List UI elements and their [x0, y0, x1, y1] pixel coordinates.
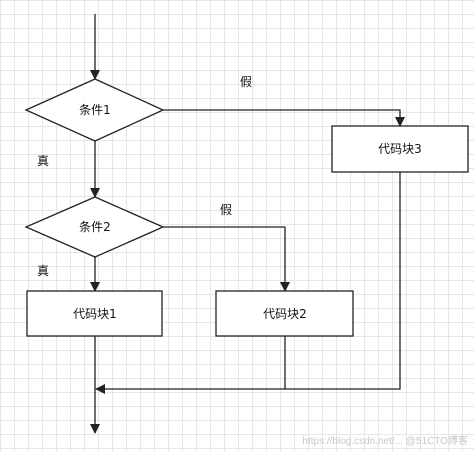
- cond2-true-label: 真: [37, 264, 49, 278]
- cond1-true-label: 真: [37, 154, 49, 168]
- cond1-false-label: 假: [240, 75, 252, 89]
- process-box: [215, 290, 354, 337]
- block2-label: 代码块2: [263, 307, 307, 321]
- cond1-label: 条件1: [79, 103, 111, 117]
- decision-cond1: 条件1: [24, 78, 165, 142]
- cond2-false-label: 假: [220, 203, 232, 217]
- process-block3: 代码块3: [331, 125, 469, 173]
- decision-cond2: 条件2: [24, 196, 165, 258]
- cond2-label: 条件2: [79, 220, 111, 234]
- process-box: [26, 290, 163, 337]
- cond2-false-edge: [163, 226, 290, 292]
- process-block1: 代码块1: [26, 290, 163, 337]
- block3-out-edge: [95, 172, 401, 394]
- block1-label: 代码块1: [73, 307, 117, 321]
- block3-label: 代码块3: [378, 142, 422, 156]
- decision-diamond: [24, 196, 165, 258]
- process-box: [331, 125, 469, 173]
- cond1-false-edge: [163, 109, 405, 127]
- watermark: https://blog.csdn.net/... @51CTO博客: [302, 434, 468, 447]
- process-block2: 代码块2: [215, 290, 354, 337]
- decision-diamond: [24, 78, 165, 142]
